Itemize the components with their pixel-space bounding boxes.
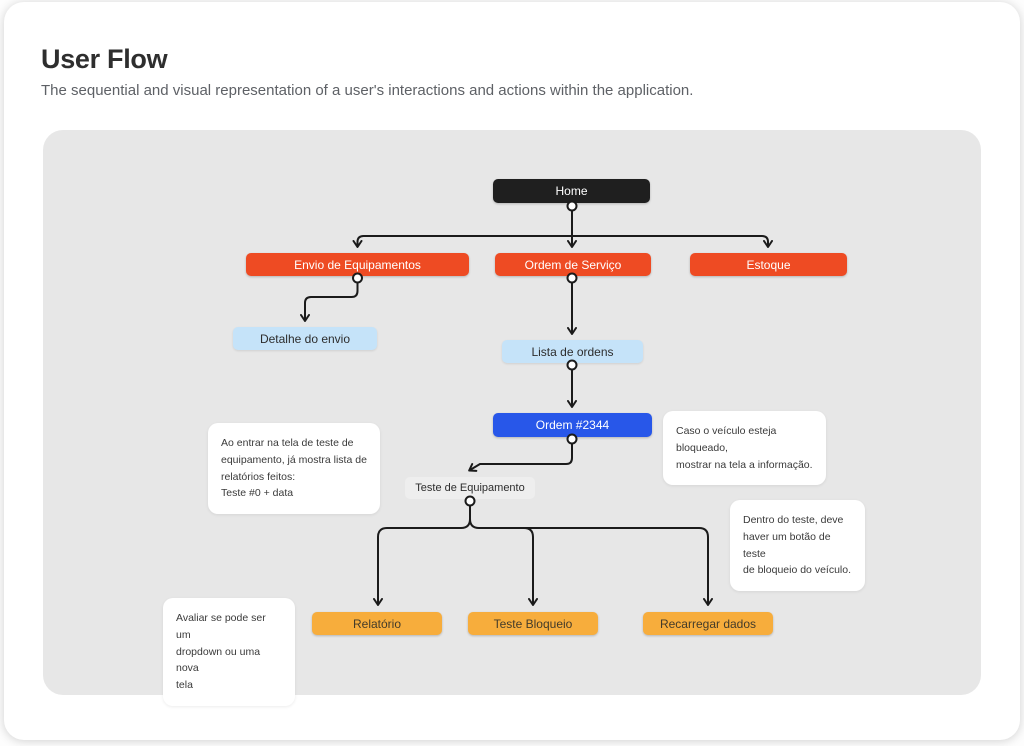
- flow-node-label: Ordem de Serviço: [524, 257, 622, 272]
- flow-node-label: Ordem #2344: [535, 418, 610, 432]
- flow-node-relatorio[interactable]: Relatório: [312, 612, 442, 635]
- flow-node-label: Teste de Equipamento: [415, 482, 525, 494]
- flow-node-label: Relatório: [352, 616, 402, 631]
- flow-node-lista-de-ordens[interactable]: Lista de ordens: [502, 340, 643, 363]
- flow-node-recarregar-dados[interactable]: Recarregar dados: [643, 612, 773, 635]
- flow-node-label: Teste Bloqueio: [493, 616, 573, 631]
- flow-canvas: Home Envio de Equipamentos Ordem de Serv…: [43, 130, 981, 706]
- flow-node-teste-bloqueio[interactable]: Teste Bloqueio: [468, 612, 598, 635]
- flow-node-ordem-de-servico[interactable]: Ordem de Serviço: [495, 253, 651, 276]
- flow-node-label: Recarregar dados: [659, 616, 757, 631]
- flow-node-detalhe-do-envio[interactable]: Detalhe do envio: [233, 327, 377, 350]
- flow-node-estoque[interactable]: Estoque: [690, 253, 847, 276]
- flow-node-label: Envio de Equipamentos: [294, 257, 421, 272]
- page-card: User Flow The sequential and visual repr…: [4, 2, 1020, 740]
- flow-node-home[interactable]: Home: [493, 179, 650, 203]
- page-title: User Flow: [41, 44, 168, 74]
- flow-node-teste-equipamento[interactable]: Teste de Equipamento: [405, 477, 535, 499]
- note-avaliar-dropdown[interactable]: Avaliar se pode ser um dropdown ou uma n…: [163, 598, 295, 706]
- flow-node-label: Home: [555, 184, 588, 198]
- flow-node-ordem-2344[interactable]: Ordem #2344: [493, 413, 652, 437]
- note-veiculo-bloqueado[interactable]: Caso o veículo esteja bloqueado, mostrar…: [663, 411, 826, 486]
- note-teste-equipamento[interactable]: Ao entrar na tela de teste de equipament…: [208, 423, 380, 515]
- flow-node-label: Detalhe do envio: [259, 331, 351, 346]
- flow-node-label: Lista de ordens: [531, 344, 614, 359]
- page-subtitle: The sequential and visual representation…: [41, 82, 694, 99]
- flow-node-envio-equipamentos[interactable]: Envio de Equipamentos: [246, 253, 469, 276]
- note-botao-teste-bloqueio[interactable]: Dentro do teste, deve haver um botão de …: [730, 500, 865, 592]
- flow-node-label: Estoque: [746, 257, 791, 272]
